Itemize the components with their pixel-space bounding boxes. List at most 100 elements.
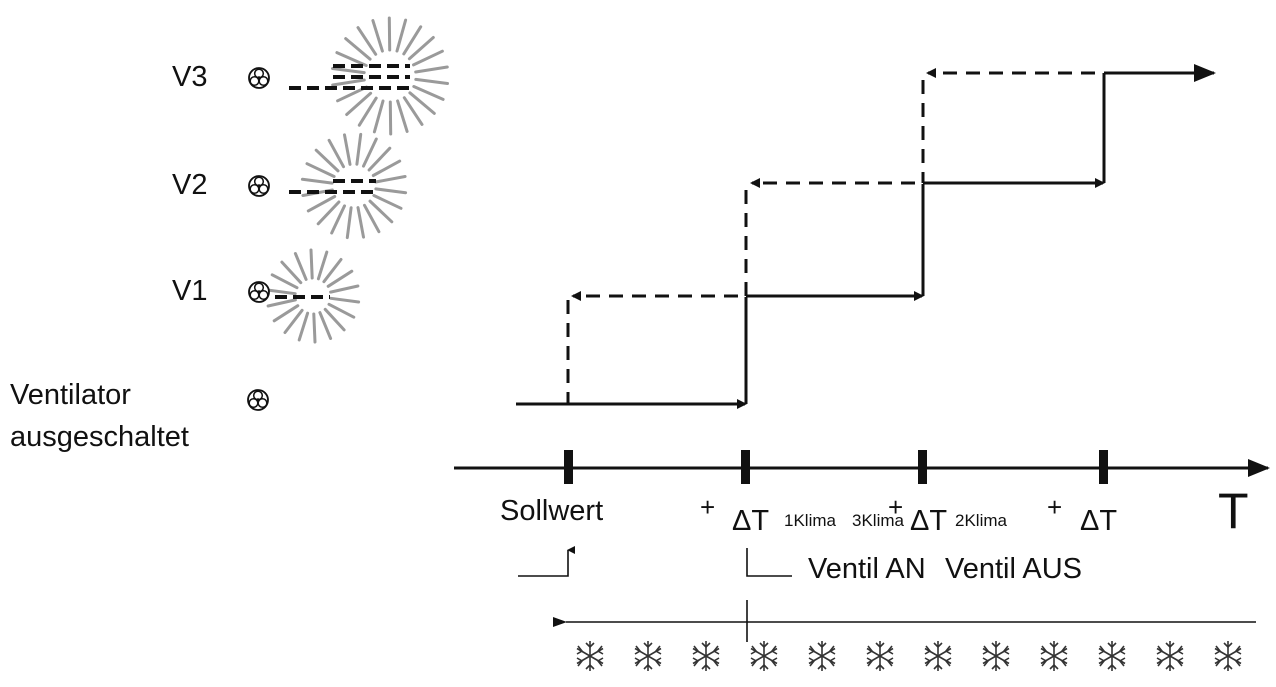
snowflake-icon — [750, 640, 778, 672]
fan-icon — [248, 67, 270, 89]
glow-ray — [329, 284, 360, 294]
valve-off-marker — [746, 548, 792, 577]
glow-burst-v1 — [265, 248, 361, 344]
glow-ray — [331, 78, 366, 87]
glow-ray — [374, 175, 407, 184]
valve-off-label: Ventil AUS — [945, 553, 1082, 585]
plus-sign: + — [888, 492, 903, 522]
glow-ray — [266, 298, 297, 308]
glow-ray — [408, 91, 436, 115]
glow-ray — [272, 304, 300, 323]
glow-ray — [356, 206, 365, 239]
glow-ray — [402, 25, 423, 56]
glow-ray — [316, 250, 329, 281]
glow-ray — [362, 137, 378, 168]
axis-ticks — [564, 450, 1108, 484]
glow-ray — [356, 26, 378, 56]
delta-t-subscript-1: 1Klima — [784, 511, 837, 530]
fan-icon — [248, 281, 270, 303]
speed-indicator-v3 — [289, 64, 410, 90]
fan-icon — [247, 389, 269, 411]
glow-ray — [412, 49, 444, 67]
glow-ray — [312, 312, 317, 344]
glow-ray — [300, 177, 334, 185]
glow-ray — [407, 36, 435, 61]
glow-ray — [297, 311, 310, 342]
snowflake-icon — [808, 640, 836, 672]
glow-ray — [283, 308, 304, 334]
glow-ray — [355, 132, 363, 166]
glow-ray — [305, 162, 336, 178]
delta-t-subscript-2: 2Klima — [955, 511, 1008, 530]
glow-ray — [357, 96, 378, 127]
plus-sign: + — [700, 492, 715, 522]
snowflake-icon — [866, 640, 894, 672]
snowflake-icon — [1156, 640, 1184, 672]
glow-ray — [371, 159, 402, 177]
glow-ray — [372, 99, 385, 134]
falling-step-line — [566, 68, 1095, 404]
glow-ray — [331, 67, 366, 75]
glow-ray — [309, 248, 314, 280]
glow-ray — [265, 288, 297, 296]
glow-ray — [293, 252, 308, 281]
valve-on-marker — [518, 546, 575, 577]
fan-off-label-line1: Ventilator — [10, 379, 131, 411]
glow-ray — [414, 65, 449, 74]
snowflake-icon — [1040, 640, 1068, 672]
fan-icon — [248, 175, 270, 197]
glow-ray — [327, 138, 345, 169]
glow-ray — [323, 307, 346, 332]
snowflake-icon — [1214, 640, 1242, 672]
glow-ray — [329, 296, 361, 304]
fan-level-label-v1: V1 — [172, 275, 207, 307]
snowflake-icon — [692, 640, 720, 672]
glow-ray — [345, 91, 373, 116]
snowflake-icon — [634, 640, 662, 672]
glow-ray — [318, 311, 333, 340]
glow-ray — [414, 77, 449, 85]
glow-ray — [270, 273, 299, 290]
glow-ray — [368, 199, 394, 224]
glow-burst-v3 — [331, 16, 449, 136]
glow-ray — [330, 204, 346, 235]
snowflake-icon — [924, 640, 952, 672]
glow-ray — [374, 187, 408, 195]
glow-ray — [371, 19, 384, 53]
snowflake-row — [576, 640, 1242, 672]
glow-ray — [344, 37, 372, 61]
glow-ray — [327, 302, 356, 319]
glow-ray — [395, 18, 408, 53]
delta-t-label: ΔT — [910, 505, 947, 537]
fan-level-label-v3: V3 — [172, 61, 207, 93]
speed-indicator-v2 — [289, 179, 376, 194]
glow-ray — [372, 194, 403, 210]
glow-ray — [316, 200, 341, 226]
delta-t-label: ΔT — [732, 505, 769, 537]
glow-ray — [367, 146, 392, 172]
snowflake-icon — [576, 640, 604, 672]
glow-ray — [326, 269, 354, 288]
glow-ray — [306, 195, 337, 213]
glow-ray — [396, 99, 409, 133]
fan-off-label-line2: ausgeschaltet — [10, 421, 189, 453]
glow-ray — [335, 51, 368, 67]
glow-ray — [280, 260, 303, 285]
glow-ray — [322, 258, 343, 284]
glow-burst-v2 — [300, 132, 408, 240]
glow-ray — [402, 96, 424, 126]
temperature-axis-label: T — [1218, 483, 1249, 539]
plus-sign: + — [1047, 492, 1062, 522]
fan-level-label-v2: V2 — [172, 169, 207, 201]
snowflake-icon — [982, 640, 1010, 672]
glow-ray — [363, 203, 381, 234]
setpoint-label: Sollwert — [500, 495, 603, 527]
glow-ray — [314, 148, 340, 173]
delta-t-label: ΔT — [1080, 505, 1117, 537]
glow-ray — [412, 85, 445, 101]
glow-ray — [345, 206, 353, 240]
valve-on-label: Ventil AN — [808, 553, 926, 585]
snowflake-icon — [1098, 640, 1126, 672]
glow-ray — [343, 133, 352, 166]
